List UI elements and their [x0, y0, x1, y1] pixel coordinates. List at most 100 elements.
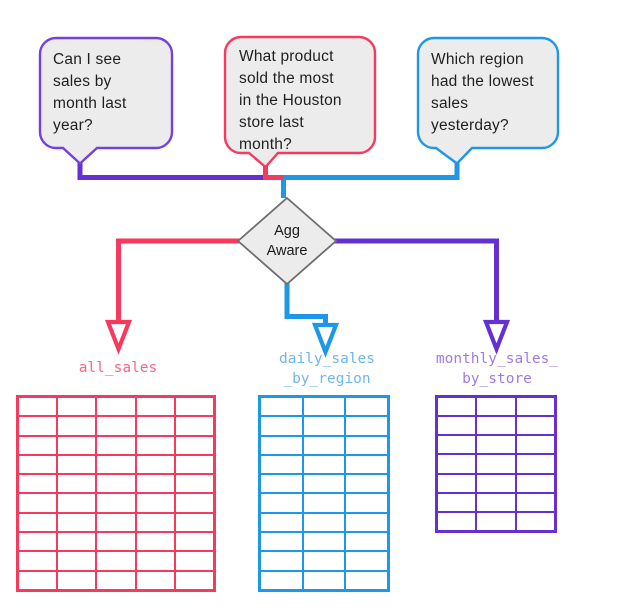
table-cell [57, 435, 97, 455]
table-cell [174, 474, 214, 494]
table-cell [18, 416, 58, 436]
table-cell [135, 454, 175, 475]
table-cell [515, 435, 555, 455]
speech-bubble-q2 [223, 35, 377, 169]
table-cell [345, 397, 388, 417]
table-cell [515, 473, 555, 493]
table-monthly-sales-by-store [435, 395, 557, 533]
table-cell [476, 473, 516, 493]
arrowhead-monthly-sales [482, 319, 511, 355]
table-cell [345, 454, 388, 475]
table-cell [515, 397, 555, 417]
table-cell [135, 512, 175, 533]
arrowhead-daily-sales [311, 322, 340, 358]
table-cell [18, 397, 58, 417]
table-cell [345, 416, 388, 436]
table-cell [437, 473, 477, 493]
speech-bubble-q1 [38, 36, 174, 166]
table-cell [135, 435, 175, 455]
table-cell [437, 397, 477, 417]
table-cell [57, 397, 97, 417]
table-cell [174, 512, 214, 533]
table-cell [174, 454, 214, 475]
connector-q1-line [77, 156, 266, 180]
table-cell [174, 416, 214, 436]
table-cell [302, 397, 346, 417]
table-cell [18, 532, 58, 552]
question-text-2: What product sold the most in the Housto… [239, 48, 342, 153]
decision-label: Agg Aware [266, 223, 308, 259]
table-cell [18, 454, 58, 475]
table-cell [135, 474, 175, 494]
connector-monthly-sales-line [334, 238, 499, 320]
table-cell [57, 416, 97, 436]
table-label-daily-sales-by-region: daily_sales _by_region [278, 351, 376, 387]
table-cell [302, 416, 346, 436]
table-cell [18, 570, 58, 590]
table-cell [476, 435, 516, 455]
table-cell [260, 551, 303, 571]
table-cell [345, 512, 388, 533]
table-all-sales [16, 395, 216, 592]
table-cell [437, 511, 477, 531]
table-cell [260, 454, 303, 475]
table-cell [345, 435, 388, 455]
table-cell [57, 512, 97, 533]
table-cell [345, 493, 388, 513]
table-cell [57, 474, 97, 494]
decision-diamond [236, 196, 338, 286]
speech-bubble-q3 [416, 36, 560, 166]
table-cell [260, 474, 303, 494]
table-cell [135, 532, 175, 552]
table-cell [96, 416, 136, 436]
table-cell [174, 397, 214, 417]
table-cell [96, 512, 136, 533]
table-cell [260, 493, 303, 513]
table-cell [174, 493, 214, 513]
table-cell [302, 454, 346, 475]
table-cell [476, 416, 516, 436]
table-cell [260, 512, 303, 533]
table-cell [57, 454, 97, 475]
question-text-3: Which region had the lowest sales yester… [431, 51, 534, 134]
arrowhead-all-sales [104, 319, 133, 355]
connector-all-sales-line [116, 238, 240, 320]
table-cell [437, 492, 477, 512]
table-cell [302, 551, 346, 571]
table-cell [302, 493, 346, 513]
table-cell [96, 474, 136, 494]
table-cell [260, 532, 303, 552]
table-cell [260, 435, 303, 455]
table-cell [302, 512, 346, 533]
table-cell [96, 493, 136, 513]
table-cell [345, 570, 388, 590]
table-cell [135, 397, 175, 417]
table-cell [515, 492, 555, 512]
table-cell [515, 454, 555, 474]
table-cell [57, 532, 97, 552]
table-cell [260, 570, 303, 590]
table-cell [345, 532, 388, 552]
table-cell [135, 416, 175, 436]
table-cell [96, 435, 136, 455]
table-cell [18, 551, 58, 571]
table-cell [57, 570, 97, 590]
table-cell [476, 492, 516, 512]
table-cell [260, 397, 303, 417]
connector-q3-line [281, 156, 460, 198]
table-label-monthly-sales-by-store: monthly_sales_ by_store [435, 351, 559, 387]
table-cell [302, 532, 346, 552]
table-cell [302, 435, 346, 455]
table-cell [18, 512, 58, 533]
table-cell [96, 397, 136, 417]
table-cell [57, 493, 97, 513]
table-cell [174, 532, 214, 552]
table-cell [437, 416, 477, 436]
table-cell [174, 435, 214, 455]
table-cell [96, 532, 136, 552]
table-cell [345, 474, 388, 494]
table-cell [174, 551, 214, 571]
table-cell [515, 416, 555, 436]
